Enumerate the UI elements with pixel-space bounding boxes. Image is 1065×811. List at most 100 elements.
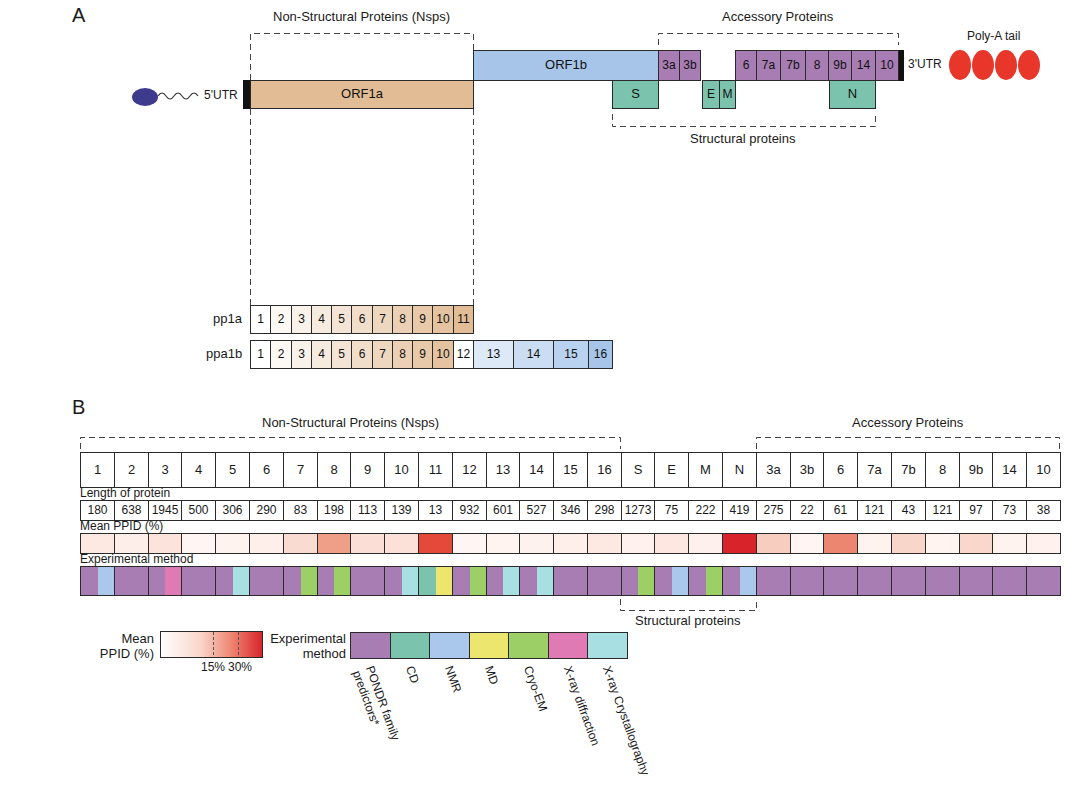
column-header: 9b <box>969 463 983 478</box>
ppid-cell <box>283 533 318 554</box>
length-value: 180 <box>87 504 107 518</box>
method-cell <box>857 566 892 596</box>
column-header: S <box>634 463 643 478</box>
length-value: 38 <box>1037 504 1050 518</box>
length-value: 75 <box>665 504 678 518</box>
label-box: Accessory Proteins <box>852 416 963 431</box>
method-cell <box>823 566 858 596</box>
legend-swatch <box>587 632 628 659</box>
method-cell <box>553 566 588 596</box>
ppid-cell <box>654 533 689 554</box>
method-cell <box>350 566 385 596</box>
length-value: 1945 <box>152 504 179 518</box>
table-cell: 16 <box>587 452 622 488</box>
box-label: 6 <box>359 313 366 326</box>
polyprotein-cell: 2 <box>270 340 292 369</box>
method-segment <box>402 567 419 595</box>
box-label: 10 <box>880 59 893 72</box>
box-label: 6 <box>743 59 750 72</box>
legend-label: NMR <box>442 664 465 694</box>
column-header: 3a <box>766 463 780 478</box>
legend-label: Cryo-EM <box>521 664 550 713</box>
column-header: N <box>735 463 744 478</box>
box-label: 9 <box>419 348 426 361</box>
box-label: 3b <box>683 59 696 72</box>
table-cell: 13 <box>486 452 520 488</box>
legend-label-box: CD <box>402 664 421 685</box>
box-label: 3a <box>662 59 675 72</box>
ppid-cell <box>215 533 250 554</box>
box-label: 8 <box>814 59 821 72</box>
length-value: 527 <box>526 504 546 518</box>
ppid-cell <box>418 533 453 554</box>
table-cell: 113 <box>350 500 385 521</box>
box-label: 5 <box>338 348 345 361</box>
box-label: 12 <box>457 348 470 361</box>
method-cell <box>587 566 622 596</box>
column-header: 10 <box>1036 463 1050 478</box>
genome-orf-box: 10 <box>875 50 899 81</box>
table-cell: 198 <box>317 500 351 521</box>
method-segment <box>689 567 706 595</box>
dashed-bracket <box>659 34 899 46</box>
length-value: 13 <box>429 504 442 518</box>
legend-swatch <box>548 632 588 659</box>
table-cell: 638 <box>114 500 149 521</box>
table-cell: 73 <box>992 500 1027 521</box>
length-value: 73 <box>1003 504 1016 518</box>
method-cell <box>688 566 723 596</box>
ppid-cell <box>621 533 655 554</box>
ppid-cell <box>722 533 757 554</box>
column-header: 5 <box>229 463 236 478</box>
box-label: 14 <box>857 59 870 72</box>
column-header: 15 <box>563 463 577 478</box>
box-label: 7b <box>786 59 799 72</box>
method-segment <box>165 567 181 595</box>
table-cell: 43 <box>891 500 926 521</box>
length-value: 113 <box>358 504 377 518</box>
table-cell: 1273 <box>621 500 655 521</box>
box-label: 7a <box>762 59 775 72</box>
legend-swatch <box>390 632 430 659</box>
column-header: 11 <box>429 463 443 478</box>
genome-orf-box: 8 <box>805 50 829 81</box>
legend-label-box: X-ray diffraction <box>560 664 602 748</box>
legend-swatch <box>508 632 549 659</box>
column-header: 7a <box>867 463 881 478</box>
method-cell <box>181 566 216 596</box>
label-box: 3'UTR <box>908 58 942 72</box>
method-segment <box>149 567 165 595</box>
method-cell <box>1026 566 1061 596</box>
legend-swatch <box>429 632 470 659</box>
row-label: Experimental method <box>80 552 193 566</box>
table-cell: 3b <box>790 452 824 488</box>
legend-label: MD <box>482 664 502 686</box>
length-value: 121 <box>864 504 884 518</box>
method-cell <box>215 566 250 596</box>
length-value: 298 <box>594 504 614 518</box>
method-cell <box>959 566 993 596</box>
ppid-cell <box>756 533 791 554</box>
column-header: 8 <box>330 463 337 478</box>
method-cell <box>891 566 926 596</box>
method-segment <box>250 567 283 595</box>
method-cell <box>384 566 419 596</box>
poly-a-bead <box>995 50 1017 80</box>
polyprotein-cell: 13 <box>473 340 514 369</box>
genome-orf-box: 14 <box>851 50 876 81</box>
table-cell: 61 <box>823 500 858 521</box>
method-segment <box>487 567 503 595</box>
length-value: 419 <box>729 504 749 518</box>
polyprotein-cell: 6 <box>351 340 373 369</box>
method-segment <box>334 567 350 595</box>
method-cell <box>756 566 791 596</box>
gradient-tick <box>213 632 214 657</box>
table-cell: 97 <box>959 500 993 521</box>
method-segment <box>588 567 621 595</box>
legend-title: Mean PPID (%) <box>100 631 154 661</box>
utr-bar <box>243 80 250 109</box>
table-cell: 298 <box>587 500 622 521</box>
table-cell: 275 <box>756 500 791 521</box>
method-segment <box>791 567 823 595</box>
utr-label: 5'UTR <box>204 88 238 102</box>
